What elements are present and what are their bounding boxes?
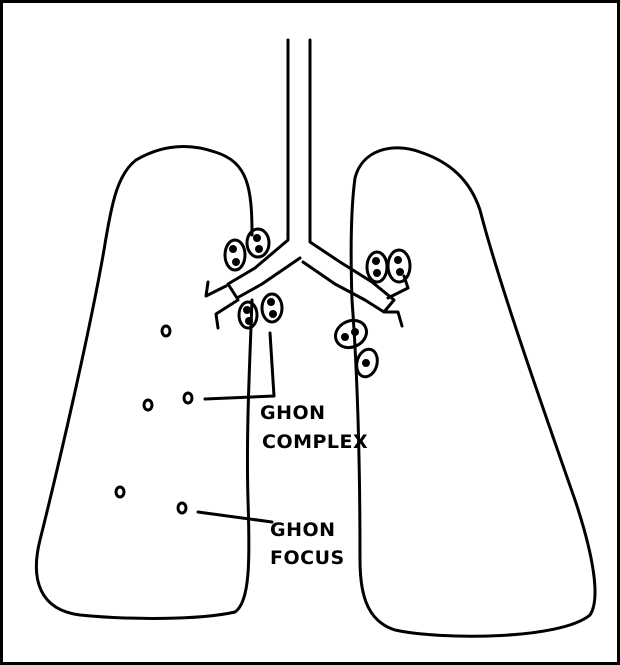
lymph-node-dot (269, 300, 274, 305)
lymph-node-dot (353, 330, 358, 335)
lesion-dot (178, 503, 186, 513)
lymph-node-dot (271, 312, 276, 317)
ghon-complex-label-line-1: GHON (260, 401, 326, 425)
lymph-node-dot (255, 236, 260, 241)
ghon-complex-label-line-2: COMPLEX (262, 430, 368, 454)
ghon-focus-label-line-2: FOCUS (270, 546, 345, 570)
lymph-node-dot (364, 361, 369, 366)
lymph-node-dot (375, 271, 380, 276)
hilar-lymph-nodes-left (225, 229, 282, 328)
trachea (228, 40, 394, 312)
ghon-complex-leader-line (205, 333, 274, 399)
lesion-dot (144, 400, 152, 410)
lymph-node-dot (247, 319, 252, 324)
lymph-node (388, 250, 410, 282)
lung-lesions (116, 326, 192, 513)
lesion-dot (162, 326, 170, 336)
lymph-node-dot (231, 247, 236, 252)
lymph-node-dot (396, 258, 401, 263)
lesion-dot (184, 393, 192, 403)
lymph-node (367, 252, 387, 282)
lesion-dot (116, 487, 124, 497)
left-lung (36, 146, 252, 618)
lymph-node-dot (234, 260, 239, 265)
lymph-node-dot (257, 247, 262, 252)
lymph-node-dot (343, 335, 348, 340)
lymph-node-dot (245, 308, 250, 313)
bronchial-branch-left-lower (216, 300, 238, 328)
ghon-focus-label-line-1: GHON (270, 518, 336, 542)
right-lung (351, 148, 595, 636)
lymph-node-dot (398, 270, 403, 275)
lymph-node (331, 315, 371, 352)
bronchial-branch-left-upper (206, 282, 226, 296)
lymph-node-dot (374, 259, 379, 264)
ghon-focus-leader-line (198, 512, 272, 522)
bronchial-branch-right-lower (386, 312, 402, 326)
